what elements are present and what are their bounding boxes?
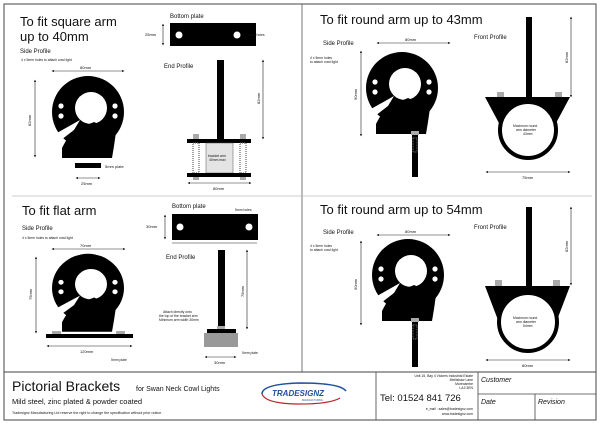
logo-subtext: MANUFACTURING [302, 399, 323, 402]
arm-note: bracket arm [208, 154, 226, 158]
square-arm-section: To fit square arm up to 40mm Side Profil… [20, 14, 265, 191]
end-profile-label: End Profile [164, 64, 194, 70]
section-title: To fit round arm up to 43mm [320, 12, 483, 27]
title-block: Pictorial Brackets for Swan Neck Cowl Li… [3, 371, 597, 421]
width-dim: 80mm [405, 229, 417, 234]
bottom-plate-label: Bottom plate [170, 14, 204, 20]
holes-note-2: to attach cowl light [310, 248, 338, 252]
round-arm-54-section: To fit round arm up to 54mm Side Profile… [310, 202, 573, 368]
attach-note-3: Minimum arm width 30mm [159, 318, 199, 322]
bottom-plate-dim: 25mm [145, 32, 157, 37]
section-title: To fit flat arm [22, 203, 96, 218]
section-title-line2: up to 40mm [20, 29, 89, 44]
logo-text: TRADESIGNZ [272, 389, 325, 398]
revision-label: Revision [538, 399, 565, 406]
document-subtitle: for Swan Neck Cowl Lights [136, 386, 220, 393]
max-diameter-value: 43mm [523, 132, 533, 136]
holes-label: 5mm holes [235, 208, 252, 212]
end-width-dim: 80mm [213, 186, 225, 191]
bottom-plate-label: Bottom plate [172, 204, 206, 210]
stem-dim: 75mm [240, 285, 245, 297]
customer-label: Customer [481, 377, 512, 384]
max-diameter-note: Maximum round [513, 316, 537, 320]
attach-note: Attach directly onto [163, 310, 192, 314]
bottom-plate [172, 214, 258, 240]
plate-dim: 25mm [81, 181, 93, 186]
address-line: Mellishaw Lane [450, 378, 473, 382]
holes-note: 4 x 5mm holes to attach cowl light [22, 236, 73, 240]
holes-note-2: to attach cowl light [310, 60, 338, 64]
email: e_mail : sales@tradesignz.com [426, 407, 473, 411]
tradesignz-logo: TRADESIGNZ MANUFACTURING [261, 382, 347, 405]
front-width-dim: 80mm [522, 363, 534, 368]
section-title: To fit square arm [20, 14, 117, 29]
date-label: Date [481, 399, 496, 406]
website: www.tradesignz.com [442, 412, 473, 416]
end-width-dim: 30mm [214, 360, 226, 365]
height-dim: 75mm [28, 288, 33, 300]
max-diameter-note: Maximum round [513, 124, 537, 128]
holes-note: 4 x 5mm holes [310, 56, 332, 60]
side-profile-bracket [48, 253, 124, 332]
flat-arm-section: To fit flat arm Side Profile 4 x 5mm hol… [22, 203, 258, 365]
end-profile-label: End Profile [166, 255, 196, 261]
document-title: Pictorial Brackets [12, 378, 120, 394]
height-dim: 82mm [27, 114, 32, 126]
round-arm-43-section: To fit round arm up to 43mm Side Profile… [310, 12, 573, 180]
section-title: To fit round arm up to 54mm [320, 202, 483, 217]
disclaimer: Tradesignz Manufacturing Ltd reserve the… [12, 411, 162, 415]
holes-note: 4 x 5mm holes to attach cowl light [21, 58, 72, 62]
max-diameter-value: 54mm [523, 324, 533, 328]
address-line: Unit 15, Bay 4 Vickers Industrial Estate [414, 374, 473, 378]
stem-dim: 82mm [564, 240, 569, 252]
max-diameter-note-2: arm diameter [516, 320, 537, 324]
side-profile-bracket [48, 76, 124, 158]
address-line: LA3 3EN [459, 386, 473, 390]
attach-note-2: the top of the bracket arm [159, 314, 198, 318]
front-profile-label: Front Profile [474, 225, 507, 231]
stem-dim: 82mm [256, 92, 261, 104]
front-profile-label: Front Profile [474, 35, 507, 41]
stem-dim: 82mm [564, 51, 569, 63]
height-dim: 90mm [353, 278, 358, 290]
side-profile-bracket [368, 239, 444, 321]
plate [75, 163, 101, 168]
end-plate-note: 5mm plate [242, 351, 258, 355]
holes-label: 5mm holes [248, 33, 265, 37]
width-dim: 70mm [80, 243, 92, 248]
side-profile-label: Side Profile [22, 226, 53, 232]
material-spec: Mild steel, zinc plated & powder coated [12, 397, 142, 406]
width-dim: 80mm [80, 65, 92, 70]
side-profile-label: Side Profile [323, 41, 354, 47]
max-diameter-note-2: arm diameter [516, 128, 537, 132]
side-profile-bracket [362, 52, 438, 134]
arm-note-2: 40mm max [209, 158, 226, 162]
holes-note: 4 x 5mm holes [310, 244, 332, 248]
side-profile-label: Side Profile [323, 230, 354, 236]
plate-note: 5mm plate [105, 164, 124, 169]
address-line: Morecambe [455, 382, 473, 386]
telephone: Tel: 01524 841 726 [380, 393, 461, 404]
plate-note: 5mm plate [111, 358, 127, 362]
bottom-plate [170, 23, 256, 46]
width-dim: 80mm [405, 37, 417, 42]
height-dim: 90mm [353, 88, 358, 100]
base-dim: 120mm [80, 349, 94, 354]
front-width-dim: 75mm [522, 175, 534, 180]
side-profile-label: Side Profile [20, 49, 51, 55]
bottom-plate-dim: 30mm [146, 224, 158, 229]
